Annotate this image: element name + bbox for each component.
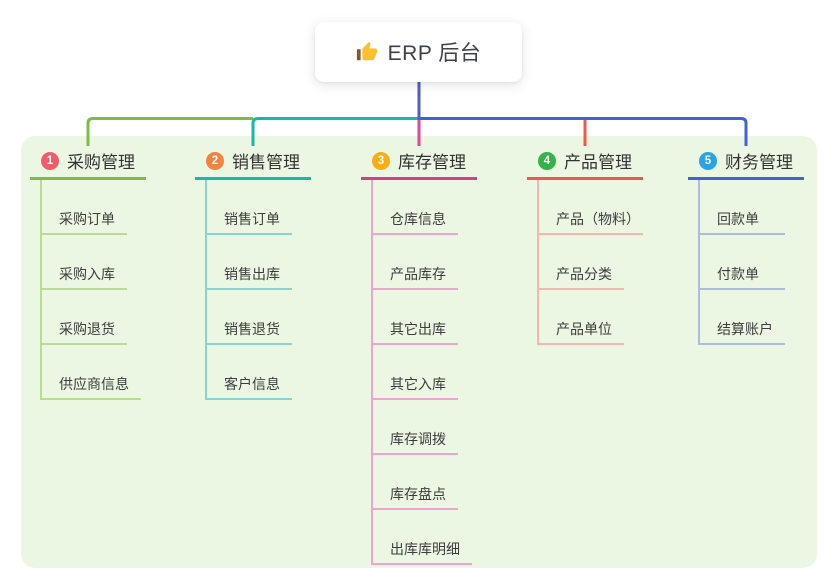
- branch-children: 产品（物料） 产品分类产品单位: [537, 180, 643, 345]
- child-row: 其它入库: [373, 345, 477, 400]
- child-row: 仓库信息: [373, 180, 477, 235]
- branch-topic-label: 库存管理: [398, 153, 466, 172]
- child-row: 其它出库: [373, 290, 477, 345]
- child-row: 采购订单: [42, 180, 146, 235]
- child-row: 付款单: [700, 235, 804, 290]
- child-row: 销售订单: [207, 180, 311, 235]
- branch: 1 采购管理 采购订单采购入库采购退货供应商信息: [30, 148, 146, 400]
- root-node-label: ERP 后台: [387, 42, 482, 65]
- child-row: 销售退货: [207, 290, 311, 345]
- child-row: 销售出库: [207, 235, 311, 290]
- child-row: 产品分类: [539, 235, 643, 290]
- child-node[interactable]: 库存调拨: [373, 429, 458, 455]
- branch-children: 采购订单采购入库采购退货供应商信息: [40, 180, 146, 400]
- child-node[interactable]: 库存盘点: [373, 484, 458, 510]
- child-node[interactable]: 供应商信息: [42, 374, 141, 400]
- branch-children: 销售订单销售出库销售退货客户信息: [205, 180, 311, 400]
- child-row: 出库库明细: [373, 510, 477, 565]
- child-row: 产品库存: [373, 235, 477, 290]
- branch-children: 回款单付款单结算账户: [698, 180, 804, 345]
- child-row: 库存盘点: [373, 455, 477, 510]
- thumbs-up-icon: [356, 41, 377, 61]
- child-node[interactable]: 回款单: [700, 209, 785, 235]
- child-row: 库存调拨: [373, 400, 477, 455]
- child-row: 采购入库: [42, 235, 146, 290]
- child-node[interactable]: 销售订单: [207, 209, 292, 235]
- child-node[interactable]: 销售出库: [207, 264, 292, 290]
- branch-topic-node[interactable]: 4 产品管理: [527, 148, 643, 180]
- child-row: 产品单位: [539, 290, 643, 345]
- branch: 3 库存管理 仓库信息产品库存其它出库其它入库库存调拨库存盘点出库库明细: [361, 148, 477, 565]
- branch-topic-label: 产品管理: [564, 153, 632, 172]
- branch-topic-node[interactable]: 5 财务管理: [688, 148, 804, 180]
- child-node[interactable]: 采购订单: [42, 209, 127, 235]
- child-row: 采购退货: [42, 290, 146, 345]
- child-row: 客户信息: [207, 345, 311, 400]
- branch-children: 仓库信息产品库存其它出库其它入库库存调拨库存盘点出库库明细: [371, 180, 477, 565]
- child-row: 回款单: [700, 180, 804, 235]
- child-node[interactable]: 采购退货: [42, 319, 127, 345]
- branch-topic-label: 采购管理: [67, 153, 135, 172]
- child-node[interactable]: 产品单位: [539, 319, 624, 345]
- child-node[interactable]: 采购入库: [42, 264, 127, 290]
- child-node[interactable]: 其它出库: [373, 319, 458, 345]
- branch-number-badge: 4: [538, 151, 556, 170]
- branch-number-badge: 1: [41, 151, 59, 170]
- child-node[interactable]: 产品（物料）: [539, 209, 643, 235]
- branch-topic-node[interactable]: 1 采购管理: [30, 148, 146, 180]
- child-node[interactable]: 出库库明细: [373, 539, 472, 565]
- child-node[interactable]: 客户信息: [207, 374, 292, 400]
- child-row: 结算账户: [700, 290, 804, 345]
- branches-background-panel: [21, 136, 817, 568]
- branch-topic-label: 销售管理: [232, 153, 300, 172]
- branch-number-badge: 3: [372, 151, 390, 170]
- branch-topic-label: 财务管理: [725, 153, 793, 172]
- child-node[interactable]: 仓库信息: [373, 209, 458, 235]
- branch: 4 产品管理 产品（物料） 产品分类产品单位: [527, 148, 643, 345]
- child-node[interactable]: 产品分类: [539, 264, 624, 290]
- child-row: 供应商信息: [42, 345, 146, 400]
- child-node[interactable]: 付款单: [700, 264, 785, 290]
- child-node[interactable]: 结算账户: [700, 319, 785, 345]
- child-node[interactable]: 销售退货: [207, 319, 292, 345]
- child-node[interactable]: 其它入库: [373, 374, 458, 400]
- branch: 2 销售管理 销售订单销售出库销售退货客户信息: [195, 148, 311, 400]
- branch-number-badge: 2: [206, 151, 224, 170]
- root-node-erp[interactable]: ERP 后台: [315, 22, 522, 82]
- branch-number-badge: 5: [699, 151, 717, 170]
- branch-topic-node[interactable]: 2 销售管理: [195, 148, 311, 180]
- child-row: 产品（物料）: [539, 180, 643, 235]
- child-node[interactable]: 产品库存: [373, 264, 458, 290]
- branch-topic-node[interactable]: 3 库存管理: [361, 148, 477, 180]
- branch: 5 财务管理 回款单付款单结算账户: [688, 148, 804, 345]
